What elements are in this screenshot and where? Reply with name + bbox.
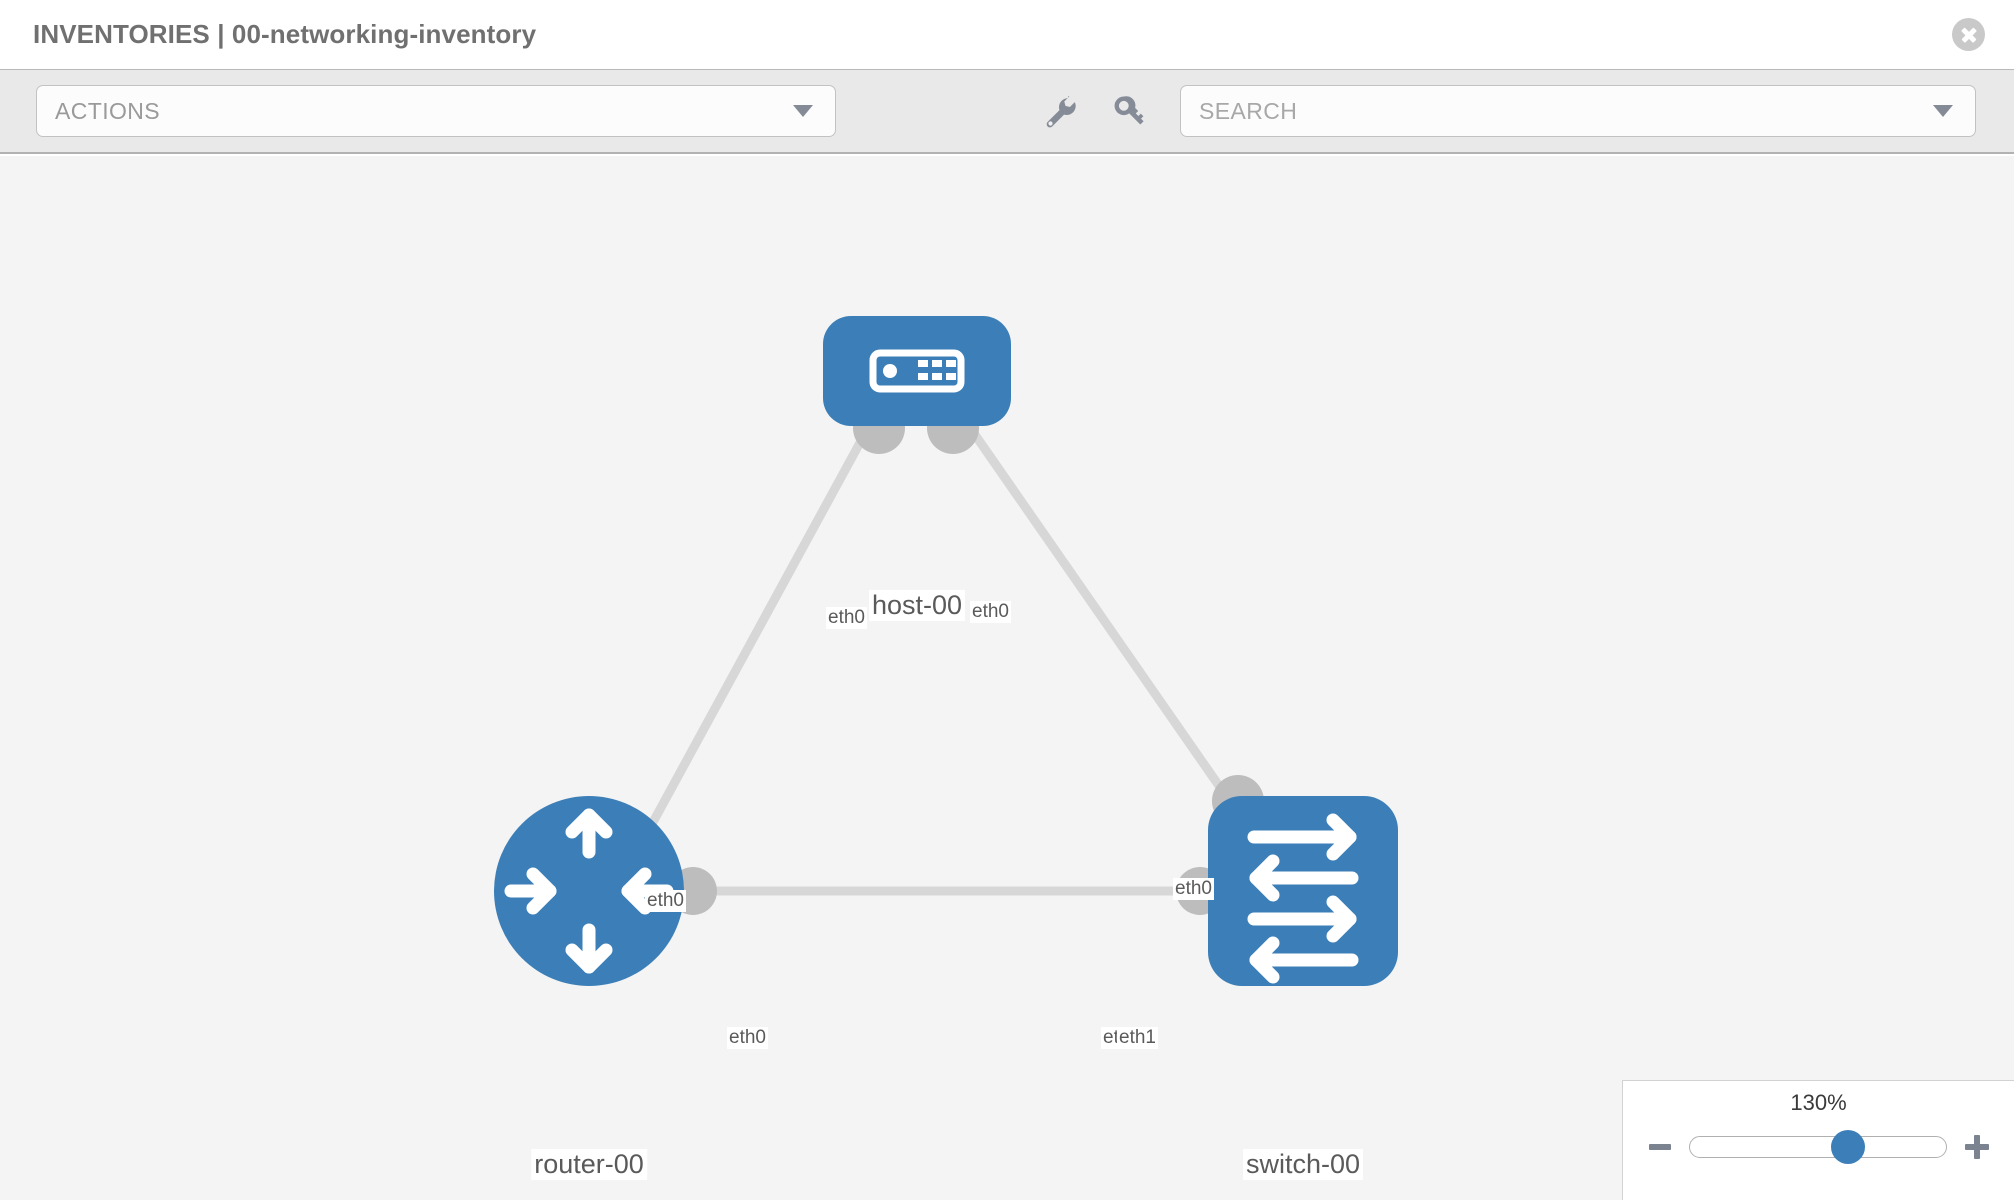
link-host00-switch00[interactable] (951, 403, 1244, 819)
port-label-switch00-up: eth0 (1173, 878, 1214, 900)
node-label-router-00: router-00 (531, 1149, 647, 1180)
zoom-slider-thumb[interactable] (1831, 1130, 1866, 1164)
bidirectional-arrows-icon (1247, 813, 1359, 984)
page-title: INVENTORIES | 00-networking-inventory (33, 19, 537, 49)
chevron-down-icon (1933, 105, 1953, 117)
link-host00-router00[interactable] (636, 403, 884, 849)
topology-ports (669, 402, 1264, 915)
zoom-control-row (1623, 1127, 2014, 1167)
node-label-host-00: host-00 (868, 590, 966, 621)
server-appliance-icon (869, 349, 965, 393)
topology-graph (494, 316, 1398, 986)
topology-canvas[interactable]: eth0 eth0 eth0 eth0 eth0 eth eth1 host-0… (0, 156, 2014, 1200)
minus-icon[interactable] (1648, 1144, 1671, 1150)
port-label-router00-up: eth0 (645, 890, 686, 912)
toolbar: ACTIONS SEARCH (0, 69, 2014, 154)
port-label-host00-left: eth0 (826, 607, 867, 629)
toolbar-icon-group (1040, 92, 1148, 130)
search-dropdown[interactable]: SEARCH (1180, 85, 1976, 137)
page-header: INVENTORIES | 00-networking-inventory (0, 0, 2014, 69)
wrench-icon[interactable] (1040, 92, 1078, 130)
actions-dropdown-label: ACTIONS (55, 97, 161, 124)
zoom-slider[interactable] (1688, 1130, 1947, 1164)
port-label-switch00-left-b: eth1 (1117, 1027, 1158, 1049)
node-host-00[interactable] (823, 316, 1011, 426)
key-icon[interactable] (1110, 92, 1148, 130)
search-input-placeholder[interactable]: SEARCH (1199, 97, 1298, 124)
zoom-control: 130% (1622, 1080, 2014, 1200)
port-label-host00-right: eth0 (970, 601, 1011, 623)
topology-edges (636, 403, 1244, 896)
port-label-router00-right: eth0 (727, 1027, 768, 1049)
node-switch-00[interactable] (1208, 796, 1398, 986)
chevron-down-icon (793, 105, 813, 117)
zoom-level-value: 130% (1790, 1090, 1847, 1115)
node-label-switch-00: switch-00 (1242, 1149, 1364, 1180)
close-icon[interactable] (1952, 18, 1985, 51)
plus-icon[interactable] (1965, 1135, 1989, 1159)
actions-dropdown[interactable]: ACTIONS (36, 85, 836, 137)
